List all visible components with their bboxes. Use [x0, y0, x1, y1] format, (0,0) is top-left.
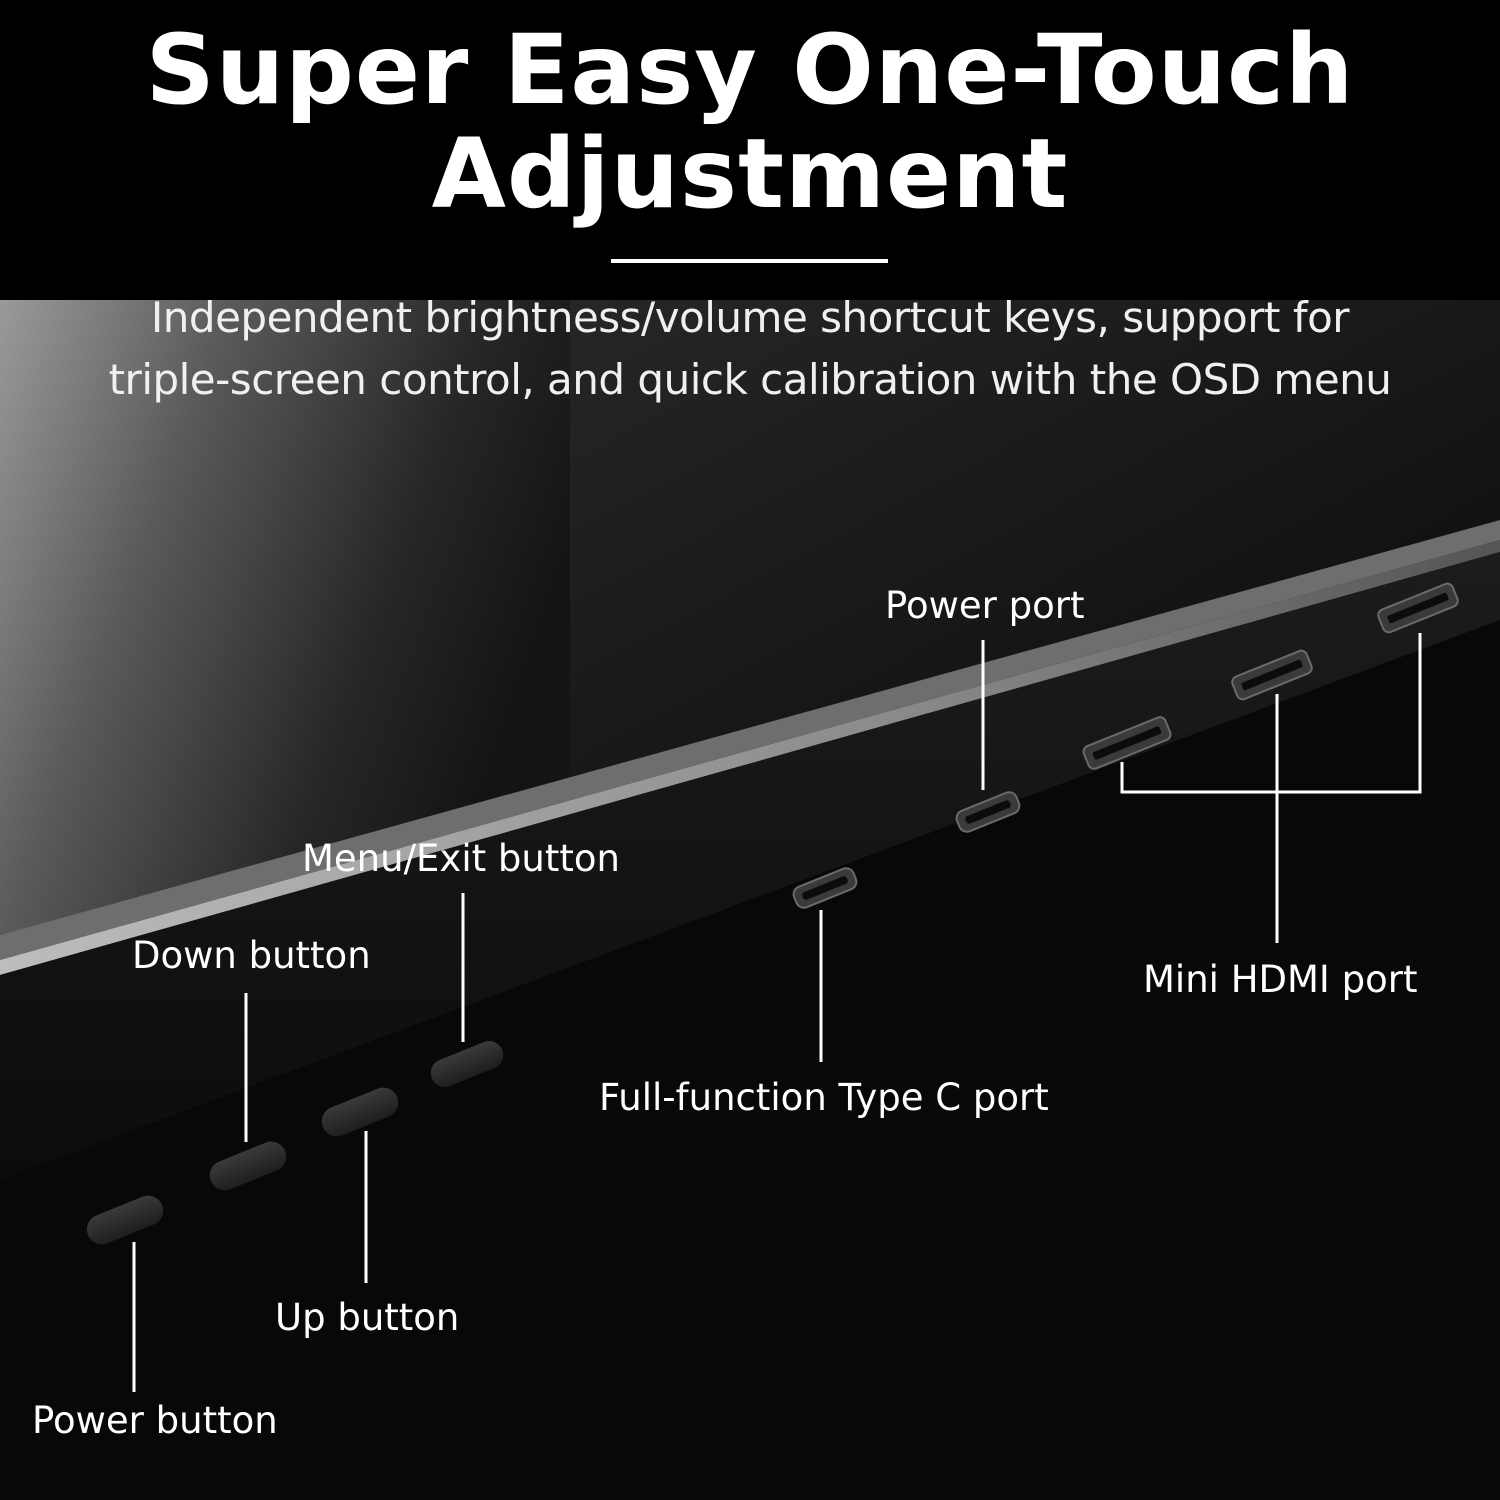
button-menu-key	[430, 1041, 504, 1087]
monitor-screen-back	[570, 300, 1500, 790]
subtitle-line-2: triple-screen control, and quick calibra…	[108, 355, 1392, 404]
label-down-button: Down button	[132, 934, 371, 977]
label-power-button: Power button	[32, 1399, 278, 1442]
label-menu-exit-button: Menu/Exit button	[302, 837, 620, 880]
subtitle-line-1: Independent brightness/volume shortcut k…	[150, 293, 1350, 342]
button-up-key	[321, 1087, 399, 1137]
leader-bracket-mini-hdmi	[1120, 633, 1422, 794]
label-up-button: Up button	[275, 1296, 460, 1339]
label-mini-hdmi-port: Mini HDMI port	[1143, 958, 1418, 1001]
label-type-c-port: Full-function Type C port	[599, 1076, 1049, 1119]
port-mini-hdmi-3-slot	[1377, 582, 1459, 634]
port-power-slot	[955, 791, 1021, 833]
port-mini-hdmi-1-slot	[1082, 716, 1172, 770]
headline-divider	[611, 259, 888, 263]
background-wall	[0, 300, 570, 935]
monitor-top-surface	[0, 520, 1500, 960]
monitor-edge-highlight	[0, 540, 1500, 975]
port-mini-hdmi-2-slot	[1231, 649, 1313, 701]
monitor-lower-body	[0, 620, 1500, 1500]
headline-line-1: Super Easy One-Touch	[145, 14, 1355, 126]
button-power-key	[86, 1195, 164, 1245]
monitor-side-body	[0, 552, 1500, 1180]
headline-line-2: Adjustment	[431, 118, 1069, 230]
port-type-c-slot	[792, 867, 858, 909]
button-down-key	[209, 1141, 287, 1191]
label-power-port: Power port	[885, 584, 1085, 627]
